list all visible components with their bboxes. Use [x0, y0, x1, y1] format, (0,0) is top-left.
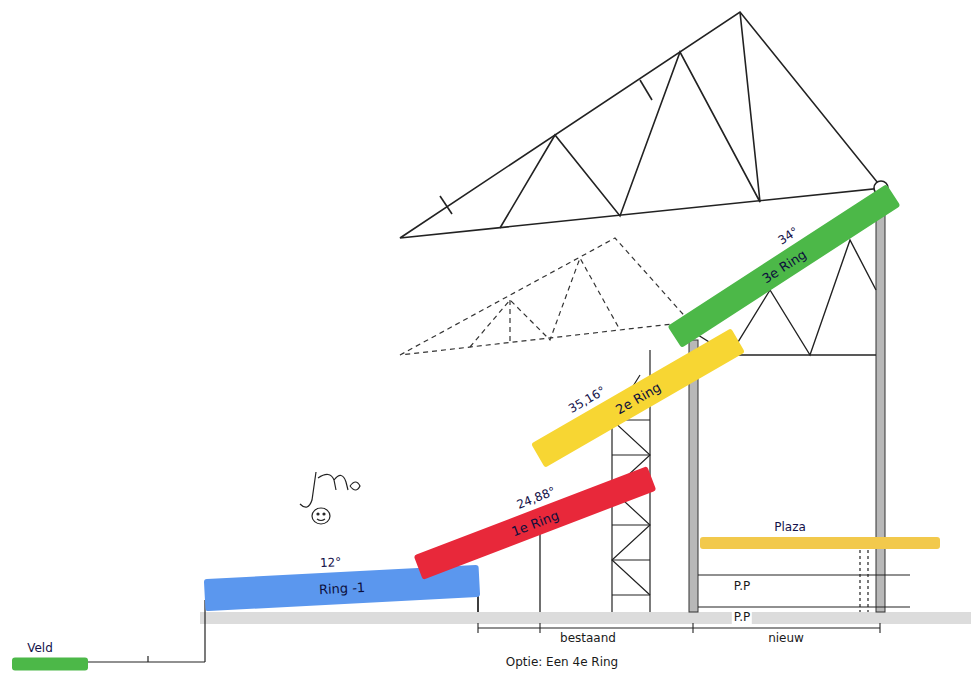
note-text: Optie: Een 4e Ring: [504, 655, 620, 669]
band-heading: Plaza: [774, 520, 806, 537]
plaza-band: Plaza: [700, 537, 940, 549]
field-mark: [147, 656, 148, 662]
band-heading: Veld: [27, 641, 53, 658]
floor-lines: [698, 550, 910, 612]
floor-label: P.P: [732, 579, 752, 593]
field-line: [88, 661, 205, 662]
dimension-label: bestaand: [558, 631, 618, 645]
dimension-label: nieuw: [766, 631, 806, 645]
band-heading: 12°: [320, 555, 342, 573]
band-label: 2e Ring: [613, 379, 663, 417]
dimension-line: [478, 623, 880, 633]
band-heading: 34°: [776, 224, 803, 250]
ground-band: [200, 612, 971, 624]
band-heading: 35,16°: [566, 384, 609, 419]
signature-scribble: [300, 472, 360, 524]
ring-band: 24,88°1e Ring: [414, 466, 657, 580]
roof-truss: [400, 12, 882, 238]
floor-label: P.P: [732, 610, 752, 624]
ring-band: 34°3e Ring: [667, 184, 900, 348]
band-label: 3e Ring: [759, 246, 809, 286]
band-label: 1e Ring: [509, 507, 561, 539]
field-band: Veld: [12, 658, 88, 671]
option-truss: [400, 238, 690, 355]
ring-band: 35,16°2e Ring: [531, 328, 745, 468]
band-label: Ring -1: [319, 579, 366, 596]
